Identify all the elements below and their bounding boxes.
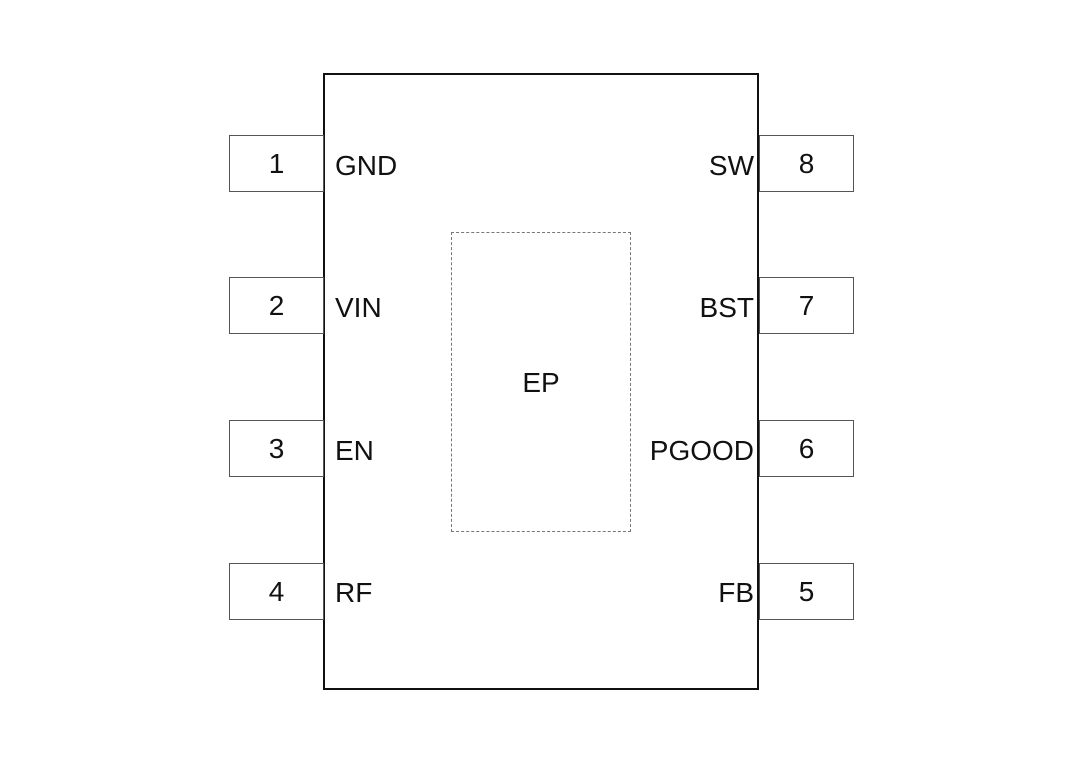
pin-2-pad: 2 — [229, 277, 324, 334]
pin-2-label: VIN — [335, 292, 382, 323]
pin-5-label: FB — [718, 577, 754, 608]
pin-6-label: PGOOD — [649, 435, 754, 466]
pin-8-label: SW — [708, 150, 754, 181]
pin-1-pad: 1 — [229, 135, 324, 192]
pin-3-label: EN — [335, 435, 374, 466]
pin-5-pad: 5 — [759, 563, 854, 620]
pin-4-label: RF — [335, 577, 373, 608]
pin-3-pad: 3 — [229, 420, 324, 477]
exposed-pad-outline — [451, 232, 631, 532]
pin-7-pad: 7 — [759, 277, 854, 334]
pin-4-pad: 4 — [229, 563, 324, 620]
exposed-pad-label: EP — [522, 367, 560, 398]
pin-8-pad: 8 — [759, 135, 854, 192]
pin-7-label: BST — [699, 292, 754, 323]
pin-1-label: GND — [335, 150, 398, 181]
package-body — [323, 73, 759, 690]
pin-6-pad: 6 — [759, 420, 854, 477]
